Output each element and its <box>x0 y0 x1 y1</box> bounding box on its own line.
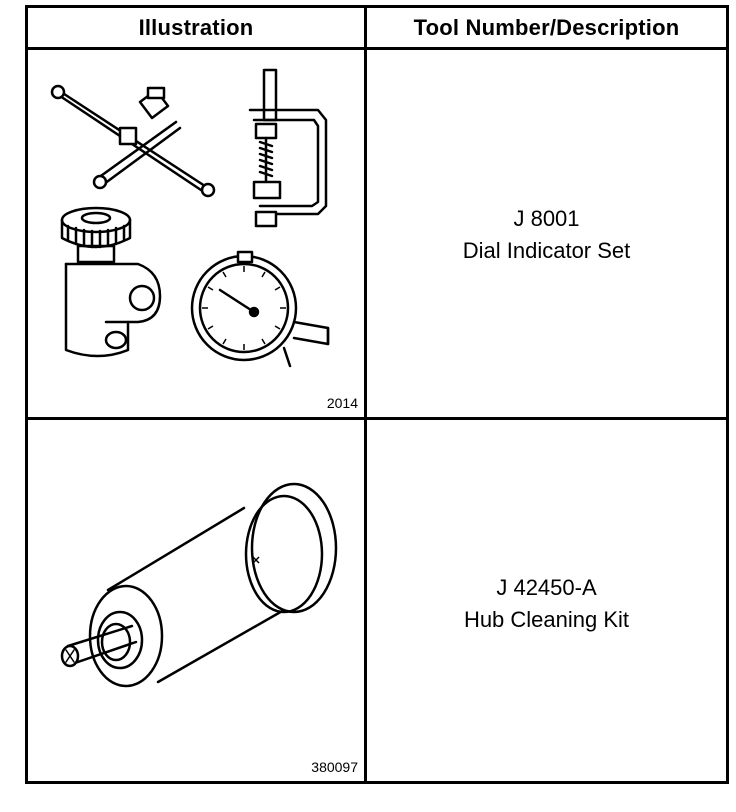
row-divider <box>28 417 726 420</box>
description-cell-hub-cleaning-kit: J 42450-A Hub Cleaning Kit <box>367 420 726 781</box>
tool-description: Hub Cleaning Kit <box>463 607 630 632</box>
figure-number: 2014 <box>326 395 358 411</box>
tool-description-block: J 42450-A Hub Cleaning Kit <box>367 572 726 636</box>
header-tool-description: Tool Number/Description <box>413 14 680 40</box>
tool-table: Illustration Tool Number/Description <box>25 5 729 784</box>
illustration-hub-cleaning-kit: 380097 <box>28 420 364 781</box>
header-illustration: Illustration <box>138 14 254 40</box>
figure-number: 380097 <box>311 759 358 775</box>
tool-number: J 42450-A <box>496 575 597 600</box>
table-header-row: Illustration Tool Number/Description <box>28 8 726 50</box>
tool-number: J 8001 <box>513 206 580 231</box>
dial-indicator-set-drawing <box>50 68 330 368</box>
tool-description: Dial Indicator Set <box>462 238 631 263</box>
column-divider <box>364 8 367 781</box>
illustration-dial-indicator-set: 2014 <box>28 50 364 417</box>
tool-description-block: J 8001 Dial Indicator Set <box>367 203 726 267</box>
description-cell-dial-indicator-set: J 8001 Dial Indicator Set <box>367 50 726 417</box>
hub-cleaning-kit-drawing <box>60 482 338 688</box>
